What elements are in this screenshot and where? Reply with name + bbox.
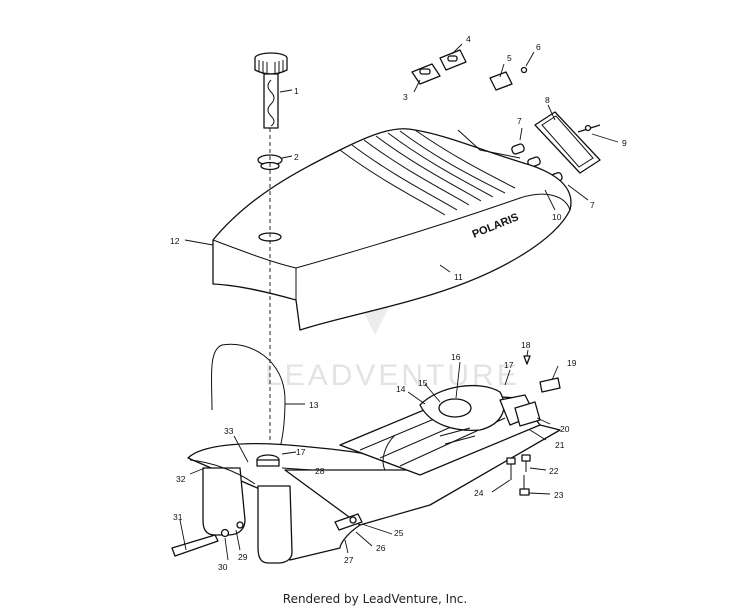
footer-credit: Rendered by LeadVenture, Inc. xyxy=(282,592,468,606)
seat-part: POLARIS xyxy=(212,128,572,331)
callout-1: 1 xyxy=(294,86,299,96)
callout-24: 24 xyxy=(474,488,484,498)
callout-20: 20 xyxy=(560,424,570,434)
callout-31: 31 xyxy=(173,512,183,522)
callout-28: 28 xyxy=(315,466,325,476)
callout-12: 12 xyxy=(170,236,180,246)
callout-19: 19 xyxy=(567,358,577,368)
callout-7b: 7 xyxy=(590,200,595,210)
right-hardware xyxy=(514,355,561,427)
fill-cap-part xyxy=(254,52,288,129)
callout-25: 25 xyxy=(394,528,404,538)
callout-18: 18 xyxy=(521,340,531,350)
callout-26: 26 xyxy=(376,543,386,553)
callout-9: 9 xyxy=(622,138,627,148)
callout-2: 2 xyxy=(294,152,299,162)
callout-16: 16 xyxy=(451,352,461,362)
callout-11: 11 xyxy=(454,272,463,282)
mount-plates xyxy=(411,49,528,91)
fuel-fitting-part xyxy=(334,513,363,531)
callout-15: 15 xyxy=(418,378,428,388)
callout-30: 30 xyxy=(218,562,228,572)
callout-22: 22 xyxy=(549,466,559,476)
callout-17b: 17 xyxy=(296,447,306,457)
callout-33: 33 xyxy=(224,426,234,436)
leader-lines xyxy=(179,43,619,561)
callout-6: 6 xyxy=(536,42,541,52)
callout-21: 21 xyxy=(555,440,565,450)
callout-10: 10 xyxy=(552,212,562,222)
callout-7a: 7 xyxy=(517,116,522,126)
callout-23: 23 xyxy=(554,490,564,500)
vent-hose-part xyxy=(210,343,286,449)
callout-27: 27 xyxy=(344,555,354,565)
callout-5: 5 xyxy=(507,53,512,63)
callout-13: 13 xyxy=(309,400,319,410)
callout-29: 29 xyxy=(238,552,248,562)
callout-labels: 1 2 3 4 5 6 7 7 8 9 10 11 12 13 14 15 16… xyxy=(170,34,627,572)
callout-4: 4 xyxy=(466,34,471,44)
oil-tank-part xyxy=(171,459,293,564)
callout-32: 32 xyxy=(176,474,186,484)
callout-17a: 17 xyxy=(504,360,514,370)
bolts-part xyxy=(506,454,531,496)
callout-8: 8 xyxy=(545,95,550,105)
fuel-tank-part xyxy=(187,384,561,561)
callout-3: 3 xyxy=(403,92,408,102)
callout-14: 14 xyxy=(396,384,406,394)
